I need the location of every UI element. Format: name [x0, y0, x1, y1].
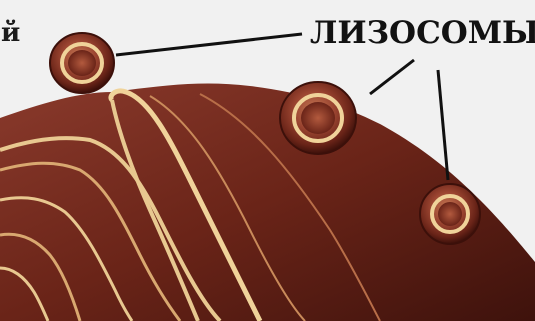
lysosome-2: [280, 82, 356, 154]
cropped-text-fragment: й: [1, 20, 20, 46]
leader-line-3: [438, 70, 448, 180]
lysosome-3: [420, 184, 480, 244]
lysosomes-label: ЛИЗОСОМЫ: [310, 18, 535, 49]
lysosome-1: [50, 33, 114, 93]
leader-line-2: [370, 60, 414, 94]
leader-line-1: [116, 34, 302, 55]
